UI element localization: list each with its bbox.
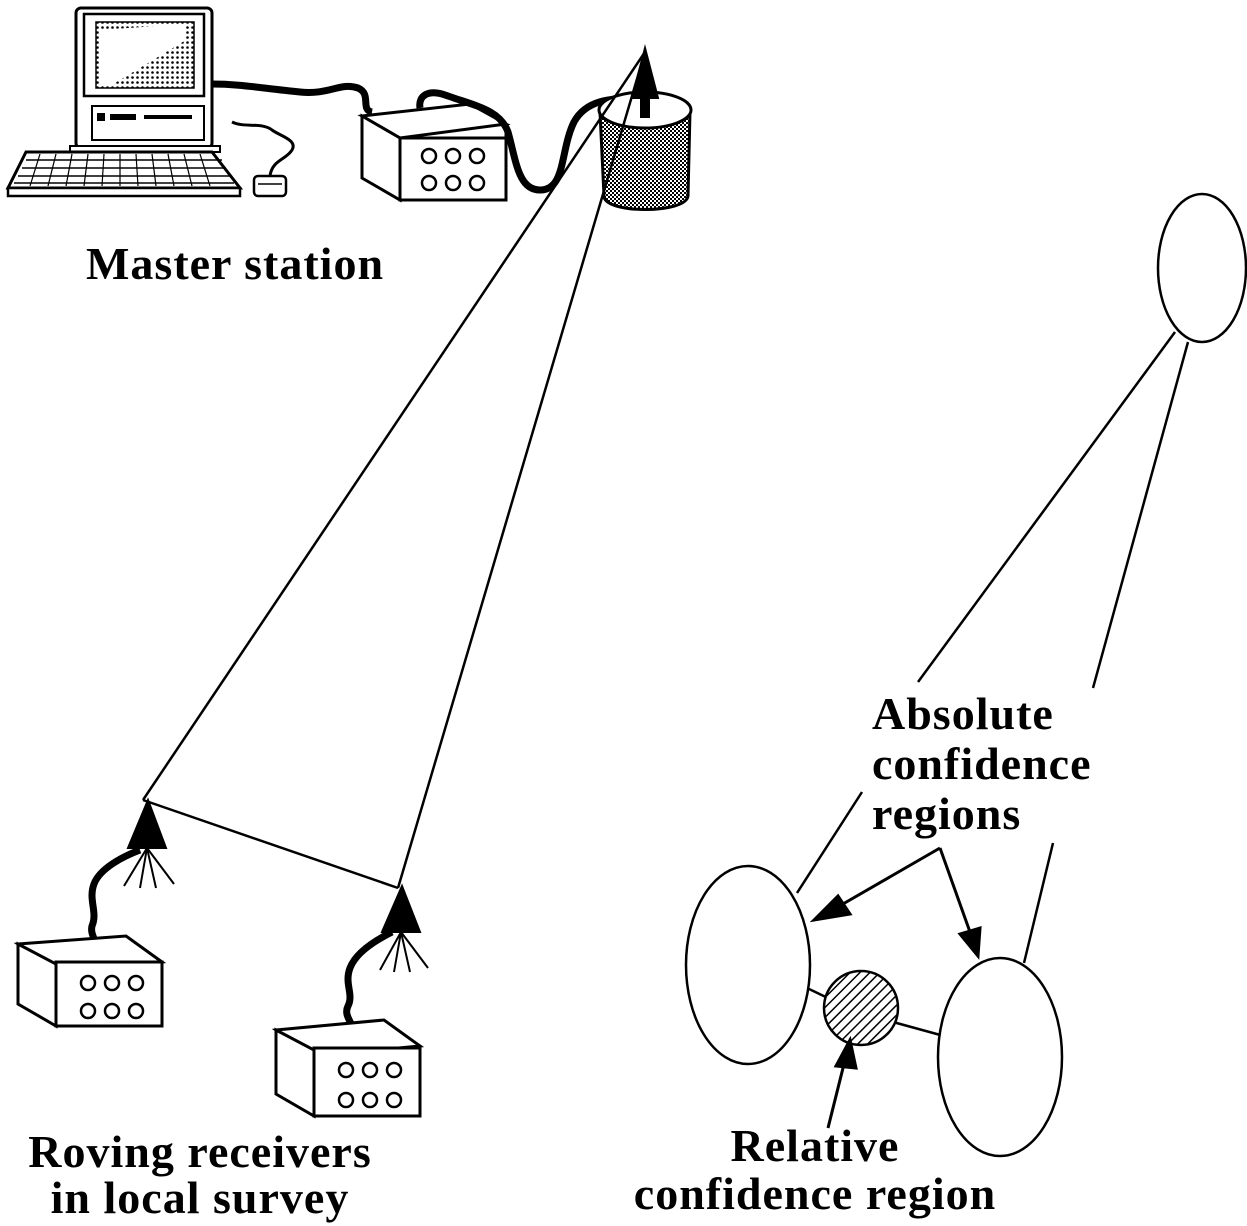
master-antenna-icon [597, 44, 693, 211]
roving-receiver-box-2 [271, 1018, 425, 1119]
absolute-label-line3: regions [872, 788, 1022, 839]
relative-label-line1: Relative [730, 1120, 900, 1171]
absolute-label-line1: Absolute [872, 688, 1054, 739]
reference-ellipse [1156, 192, 1247, 344]
roving-cable-2 [343, 928, 394, 1028]
absolute-ellipse-left [684, 864, 812, 1066]
absolute-ellipse-right [936, 956, 1064, 1158]
master-station-label: Master station [86, 238, 385, 289]
relative-region-hatched [822, 969, 900, 1047]
confidence-regions [684, 192, 1247, 1158]
roving-label-line1: Roving receivers [28, 1126, 372, 1177]
baseline-lines [141, 51, 647, 890]
master-cable [211, 80, 374, 116]
antenna-cable [416, 89, 641, 194]
absolute-label-line2: confidence [872, 738, 1092, 789]
pointer-arrows [809, 846, 982, 1129]
master-computer-icon [5, 6, 295, 198]
roving-label-line2: in local survey [50, 1172, 350, 1223]
master-receiver-box [357, 102, 511, 203]
roving-receiver-box-1 [13, 934, 167, 1029]
roving-antenna-icon-1 [123, 797, 175, 889]
roving-antenna-icon-2 [379, 883, 429, 973]
relative-label-line2: confidence region [633, 1168, 997, 1219]
roving-cable-1 [88, 846, 142, 947]
